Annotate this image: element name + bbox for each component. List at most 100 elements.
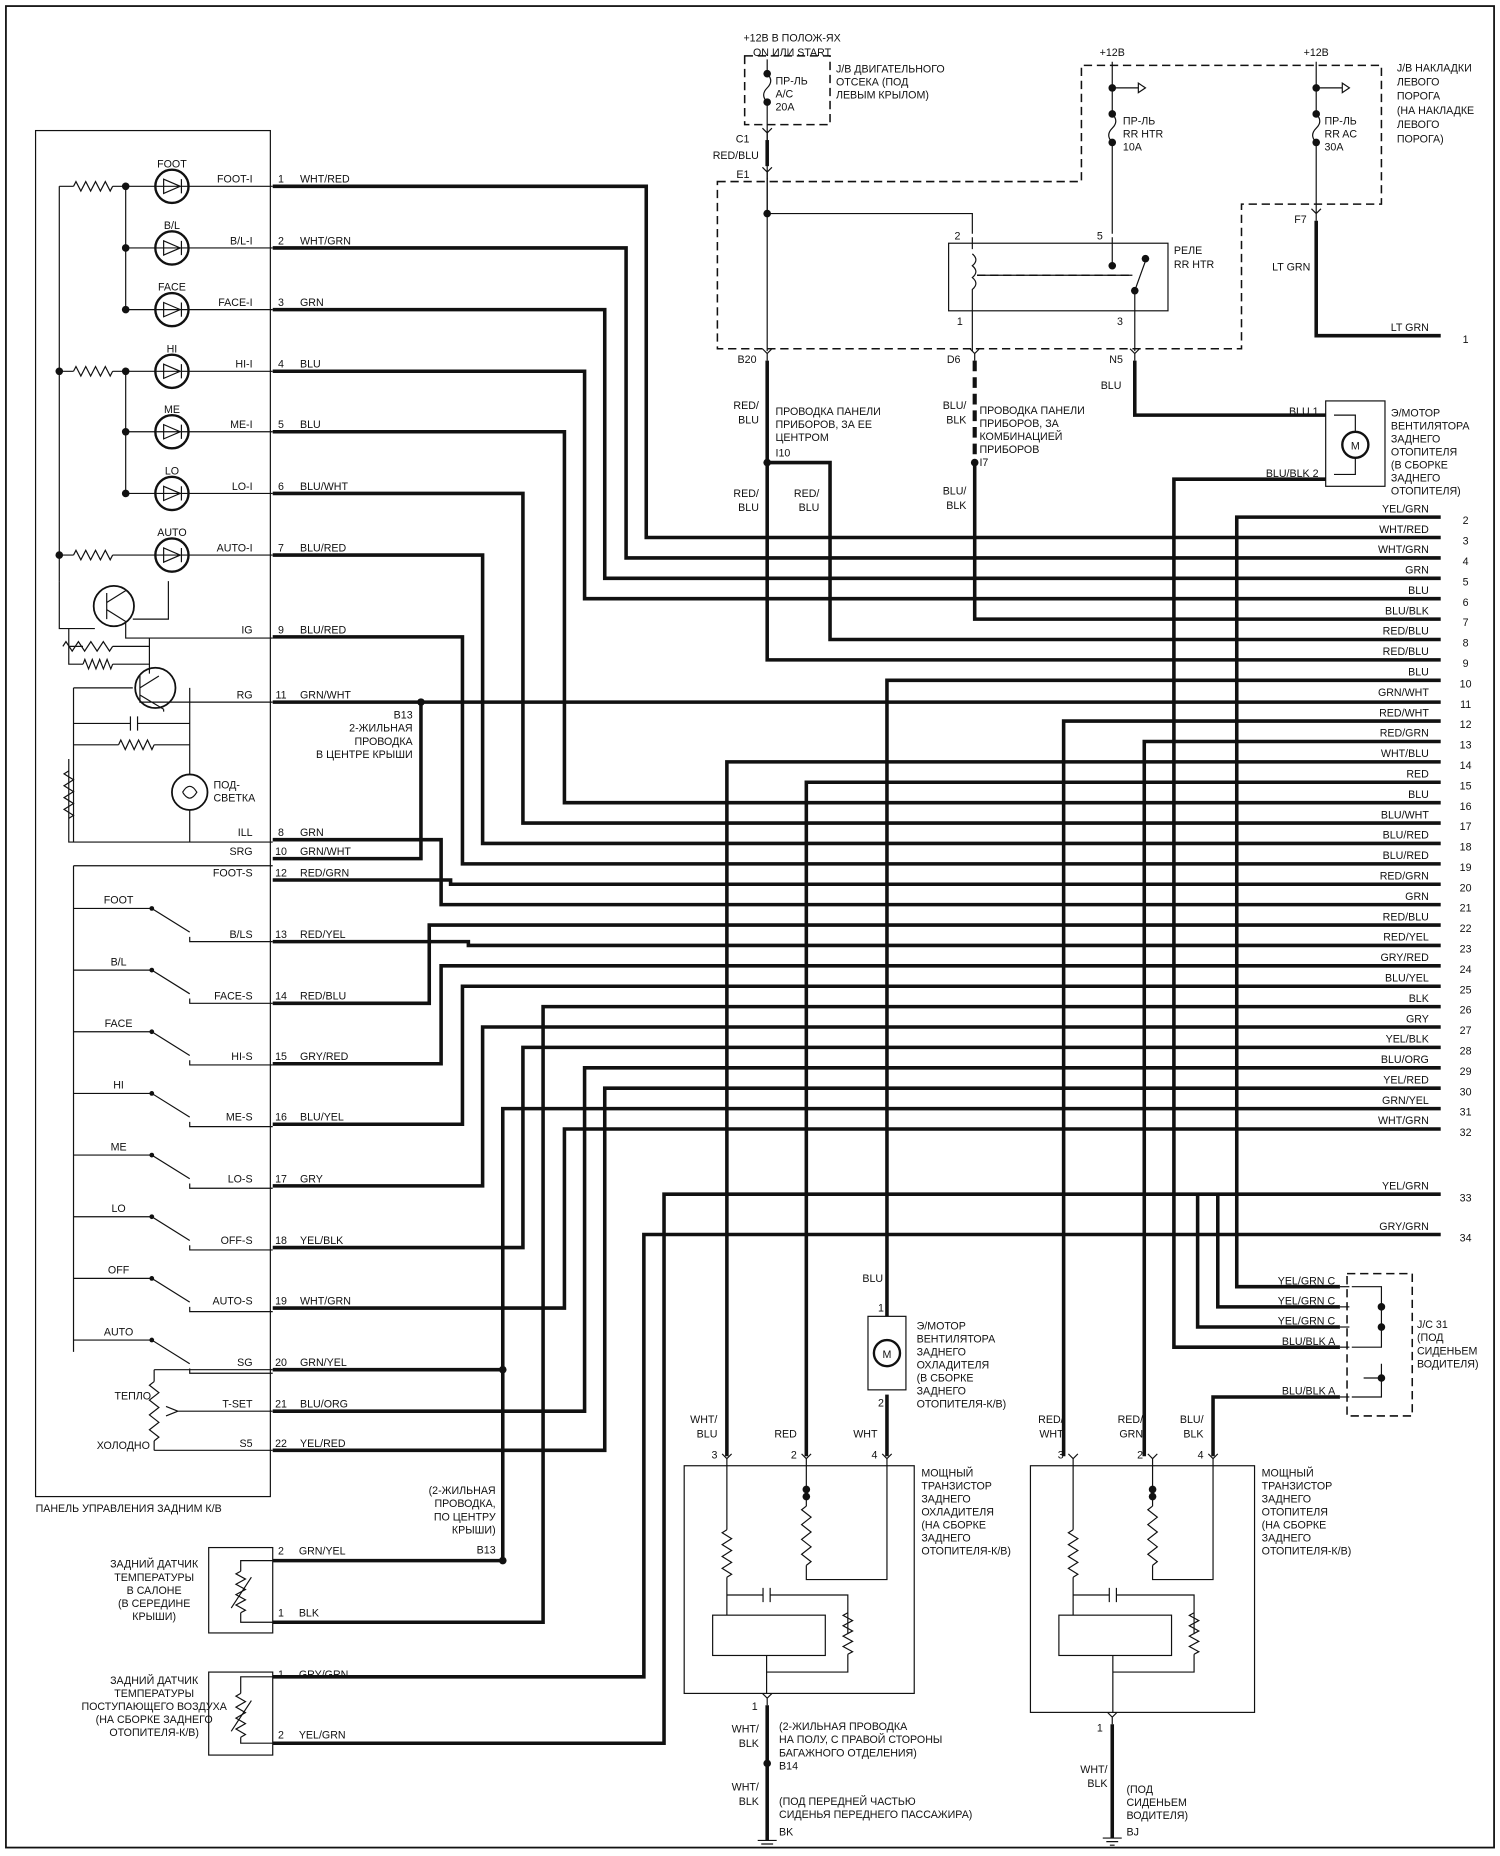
ground-bk-location: (ПОД ПЕРЕДНЕЙ ЧАСТЬЮ [779, 1795, 916, 1808]
panel-pin-name: B/L-I [230, 235, 253, 247]
wire-me-s [272, 984, 1441, 1127]
cabin-sensor-label: В САЛОНЕ [127, 1585, 182, 1597]
right-wire-color: BLU/WHT [1381, 809, 1429, 821]
resistor [841, 1612, 854, 1655]
jb-sill-label: ПОРОГА) [1397, 133, 1444, 145]
harness-center-label: ПРОВОДКА ПАНЕЛИ [775, 406, 880, 418]
heater-motor-label: ОТОПИТЕЛЯ [1391, 446, 1457, 458]
d6-label: D6 [947, 354, 961, 366]
heater-transistor-label: ОТОПИТЕЛЯ [1262, 1507, 1328, 1519]
heater-motor-label: ЗАДНЕГО [1391, 433, 1440, 445]
panel-wire-color: GRN/YEL [300, 1357, 347, 1369]
panel-wire-color: YEL/BLK [300, 1235, 343, 1247]
wire-intake-sensor-yelgrn [272, 1192, 1441, 1745]
control-panel-caption: ПАНЕЛЬ УПРАВЛЕНИЯ ЗАДНИМ К/В [36, 1503, 222, 1515]
roof-harness-label: КРЫШИ) [452, 1524, 496, 1536]
right-pin-number: 21 [1460, 903, 1472, 915]
splice-dot [1312, 84, 1321, 92]
heater-transistor-label: ТРАНЗИСТОР [1262, 1480, 1333, 1492]
switch-contact [149, 1029, 155, 1035]
wire-color: YEL/GRN [299, 1729, 346, 1741]
wire-lo-i [272, 491, 1441, 825]
jb-sill-label: (НА НАКЛАДКЕ [1397, 105, 1474, 117]
right-pin-number: 28 [1460, 1046, 1472, 1058]
right-pin-number: 22 [1460, 923, 1472, 935]
right-pin-number: 15 [1460, 780, 1472, 792]
wire-blu-cooler-motor [885, 678, 1441, 1317]
panel-pin-number: 2 [278, 235, 284, 247]
harness-center-label: ЦЕНТРОМ [775, 432, 828, 444]
wire-yel-grn-jc [1195, 1194, 1340, 1329]
harness-cluster-label: ПРИБОРОВ [979, 444, 1039, 456]
connector-terminal [1147, 1453, 1158, 1466]
control-panel-box [34, 129, 271, 1498]
panel-pin-name: HI-I [235, 359, 252, 371]
c1-wire-label: RED/BLU [713, 150, 759, 162]
roof-harness-label: ПРОВОДКА, [435, 1498, 496, 1510]
splice-dot [121, 182, 130, 191]
backlight-label: ПОД- [213, 780, 240, 792]
splice-dot [763, 98, 771, 106]
b13-roof-label: ПРОВОДКА [354, 736, 413, 748]
panel-pin-name: T-SET [222, 1399, 253, 1411]
right-wire-color: GRN [1405, 891, 1429, 903]
panel-wire-color: BLU/YEL [300, 1112, 344, 1124]
resistor [118, 738, 155, 751]
b14-harness-label: (2-ЖИЛЬНАЯ ПРОВОДКА [779, 1721, 908, 1733]
jb-sill-label: ЛЕВОГО [1397, 119, 1440, 131]
splice-dot [121, 489, 130, 498]
wire-off-s [272, 1045, 1441, 1250]
fuse-rrhtr-label: ПР-ЛЬ [1123, 116, 1155, 128]
pin: 1 [752, 1701, 758, 1713]
right-wire-color: RED/GRN [1380, 871, 1429, 883]
panel-pin-number: 15 [275, 1051, 287, 1063]
cooler-motor-label: ЗАДНЕГО [917, 1386, 966, 1398]
supply-label: +12В [1100, 47, 1125, 59]
supply-label: +12В [1304, 47, 1329, 59]
heater-motor-label: ВЕНТИЛЯТОРА [1391, 420, 1470, 432]
panel-wire-color: BLU/RED [300, 624, 346, 636]
panel-pin-number: 21 [275, 1399, 287, 1411]
wire-intake-sensor-grygrn [272, 1232, 1441, 1679]
e1-label: E1 [736, 169, 749, 181]
panel-pin-name: AUTO-S [212, 1295, 252, 1307]
right-pin-number: 8 [1463, 638, 1469, 650]
panel-pin-name: FOOT-S [213, 867, 253, 879]
intake-sensor-label: (НА СБОРКЕ ЗАДНЕГО [96, 1714, 213, 1726]
right-wire-color: WHT/RED [1379, 524, 1429, 536]
panel-pin-number: 17 [275, 1173, 287, 1185]
jb-sill-box [716, 64, 1383, 350]
connector-c1 [762, 127, 773, 141]
heater-blower-motor-icon [1341, 430, 1370, 460]
wire-b/l-i [272, 246, 1441, 560]
splice-b14 [763, 1759, 771, 1768]
jb-engine-label: ЛЕВЫМ КРЫЛОМ) [836, 90, 929, 102]
jc31-box [1346, 1272, 1414, 1417]
splice-dot [55, 367, 64, 376]
right-pin-number: 11 [1460, 699, 1471, 711]
ground-bk-icon [757, 1839, 777, 1849]
right-wire-color: BLU [1408, 667, 1429, 679]
right-wire-color: WHT/GRN [1378, 544, 1429, 556]
right-wire-color: YEL/GRN [1382, 1180, 1429, 1192]
right-wire-color: YEL/BLK [1386, 1034, 1429, 1046]
panel-pin-name: ME-I [230, 419, 253, 431]
panel-pin-name: AUTO-I [217, 543, 253, 555]
panel-pin-number: 10 [275, 846, 287, 858]
right-pin-number: 14 [1460, 760, 1472, 772]
right-wire-color: BLK [1409, 993, 1429, 1005]
splice-dot [121, 305, 130, 314]
wire-srg [272, 702, 423, 861]
panel-internal-circuit [58, 581, 273, 843]
jc31-label: (ПОД [1417, 1332, 1444, 1344]
heater-motor-label: Э/МОТОР [1391, 407, 1440, 419]
page-border [5, 5, 1495, 1849]
panel-pin-name: FOOT-I [217, 174, 253, 186]
panel-pin-number: 5 [278, 419, 284, 431]
panel-wire-color: YEL/RED [300, 1438, 346, 1450]
cabin-sensor-label: (В СЕРЕДИНЕ [118, 1598, 190, 1610]
heater-power-transistor-ic [1058, 1614, 1173, 1657]
intake-sensor-label: ПОСТУПАЮЩЕГО ВОЗДУХА [81, 1701, 227, 1713]
c1-label: C1 [736, 133, 750, 145]
right-pin-number: 25 [1460, 984, 1472, 996]
